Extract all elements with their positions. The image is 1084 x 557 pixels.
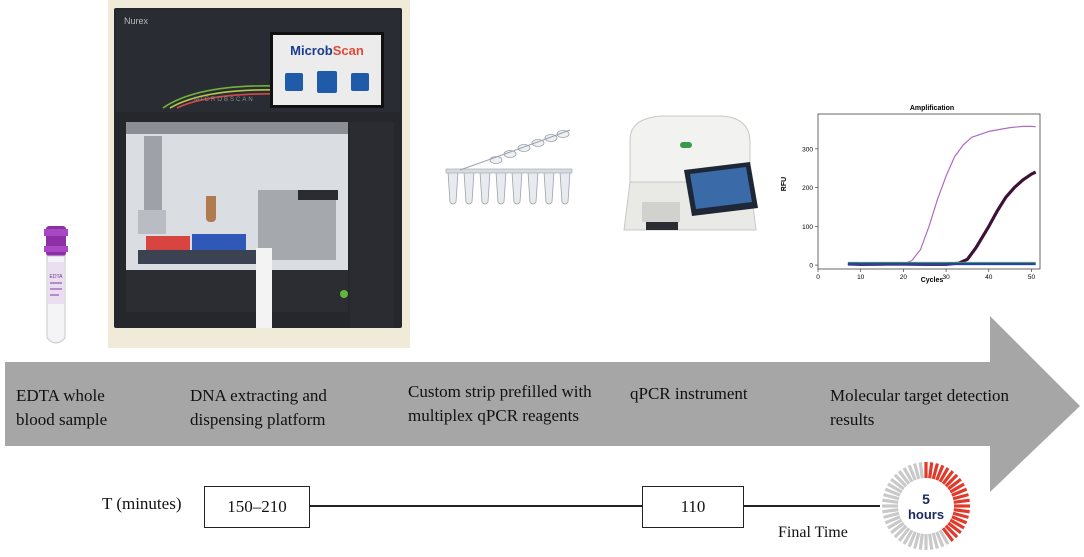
x-tick-label: 50 xyxy=(1028,274,1036,281)
qpcr-instrument-illustration xyxy=(623,115,758,231)
clock-segment xyxy=(928,462,934,479)
clock-segment xyxy=(941,527,955,542)
time-box-qpcr: 110 xyxy=(642,486,744,528)
touch-screen: MicrobScan xyxy=(270,32,384,108)
blood-tube-illustration: EDTA xyxy=(44,226,68,344)
clock-segment xyxy=(887,482,903,494)
clock-segment xyxy=(883,511,900,519)
clock-segment xyxy=(938,529,950,545)
x-tick-label: 20 xyxy=(900,274,908,281)
step-5-label: Molecular target detection results xyxy=(830,384,1009,432)
clock-segment xyxy=(887,518,903,530)
step-5-line1: Molecular target detection xyxy=(830,386,1010,405)
clock-segment xyxy=(953,508,970,514)
step-3-line2: multiplex qPCR reagents xyxy=(408,406,579,425)
clock-segment xyxy=(893,473,908,488)
y-tick-label: 100 xyxy=(802,224,813,231)
clock-segment xyxy=(902,467,914,483)
x-tick-label: 40 xyxy=(985,274,993,281)
time-box-extraction: 150–210 xyxy=(204,486,310,528)
clock-segment xyxy=(947,477,962,491)
x-tick-label: 30 xyxy=(942,274,950,281)
clock-segment xyxy=(884,487,901,497)
clock-segment xyxy=(947,521,962,535)
plot-frame xyxy=(817,113,1041,270)
clock-segment xyxy=(882,508,899,514)
clock-segment xyxy=(884,515,901,525)
y-tick-label: 200 xyxy=(802,185,813,192)
step-1-label: EDTA whole blood sample xyxy=(16,384,107,432)
clock-segment xyxy=(944,524,959,539)
y-tick-label: 0 xyxy=(809,263,813,270)
clock-segment xyxy=(953,498,970,504)
clock-value: 5 xyxy=(922,491,930,507)
step-2-label: DNA extracting and dispensing platform xyxy=(190,384,327,432)
timeline-line xyxy=(286,505,880,507)
clock-segment xyxy=(935,464,945,481)
clock-segment xyxy=(907,531,917,548)
clock-segment xyxy=(951,515,968,525)
clock-segment xyxy=(913,463,921,480)
clock-segment xyxy=(913,532,921,549)
step-4-label: qPCR instrument xyxy=(630,382,748,406)
step-2-line2: dispensing platform xyxy=(190,410,326,429)
step-1-line1: EDTA whole xyxy=(16,386,105,405)
step-1-line2: blood sample xyxy=(16,410,108,429)
x-tick-label: 0 xyxy=(816,274,820,281)
clock-segment xyxy=(931,532,939,549)
step-3-label: Custom strip prefilled with multiplex qP… xyxy=(408,380,592,428)
chart-xlabel: Cycles xyxy=(921,277,944,284)
clock-segment xyxy=(952,511,969,519)
brand-logo: Nurex xyxy=(124,16,149,26)
clock-segment xyxy=(902,529,914,545)
clock-segment xyxy=(918,533,924,550)
clock-segment xyxy=(938,467,950,483)
clock-segment xyxy=(931,463,939,480)
chart-ylabel: RFU xyxy=(781,177,788,191)
clock-segment xyxy=(890,521,905,535)
clock-segment xyxy=(897,470,911,485)
x-tick-label: 10 xyxy=(857,274,865,281)
clock-segment xyxy=(918,462,924,479)
clock-segment xyxy=(897,527,911,542)
clock-segment xyxy=(944,473,959,488)
clock-segment xyxy=(952,493,969,501)
process-arrow xyxy=(5,316,1080,492)
side-label: MICROBSCAN xyxy=(194,97,255,103)
clock-unit: hours xyxy=(908,507,944,522)
timeline-label: T (minutes) xyxy=(102,494,182,513)
clock-segment xyxy=(949,482,965,494)
clock-segment xyxy=(907,464,917,481)
svg-text:EDTA: EDTA xyxy=(50,274,64,280)
y-tick-label: 300 xyxy=(802,146,813,153)
clock-segment xyxy=(890,477,905,491)
step-5-line2: results xyxy=(830,410,875,429)
step-4-line1: qPCR instrument xyxy=(630,384,748,403)
total-time-clock: 5 hours xyxy=(882,462,970,550)
clock-segment xyxy=(951,487,968,497)
chart-title: Amplification xyxy=(910,105,954,112)
extraction-platform-photo: Nurex MICROBSCAN MicrobScan xyxy=(108,0,410,348)
final-time-label: Final Time xyxy=(778,524,848,541)
clock-segment xyxy=(941,470,955,485)
clock-segment xyxy=(893,524,908,539)
clock-segment xyxy=(882,498,899,504)
clock-segment xyxy=(949,518,965,530)
clock-segment xyxy=(883,493,900,501)
screen-title-part1: Microb xyxy=(290,43,333,58)
screen-title-part2: Scan xyxy=(332,43,364,58)
step-3-line1: Custom strip prefilled with xyxy=(408,382,592,401)
pcr-strip-illustration xyxy=(445,129,573,205)
amplification-chart: Amplification RFU Cycles 0 10 20 30 40 50 0 100… xyxy=(781,105,1041,284)
step-2-line1: DNA extracting and xyxy=(190,386,327,405)
clock-segment xyxy=(928,533,934,550)
clock-segment xyxy=(935,531,945,548)
